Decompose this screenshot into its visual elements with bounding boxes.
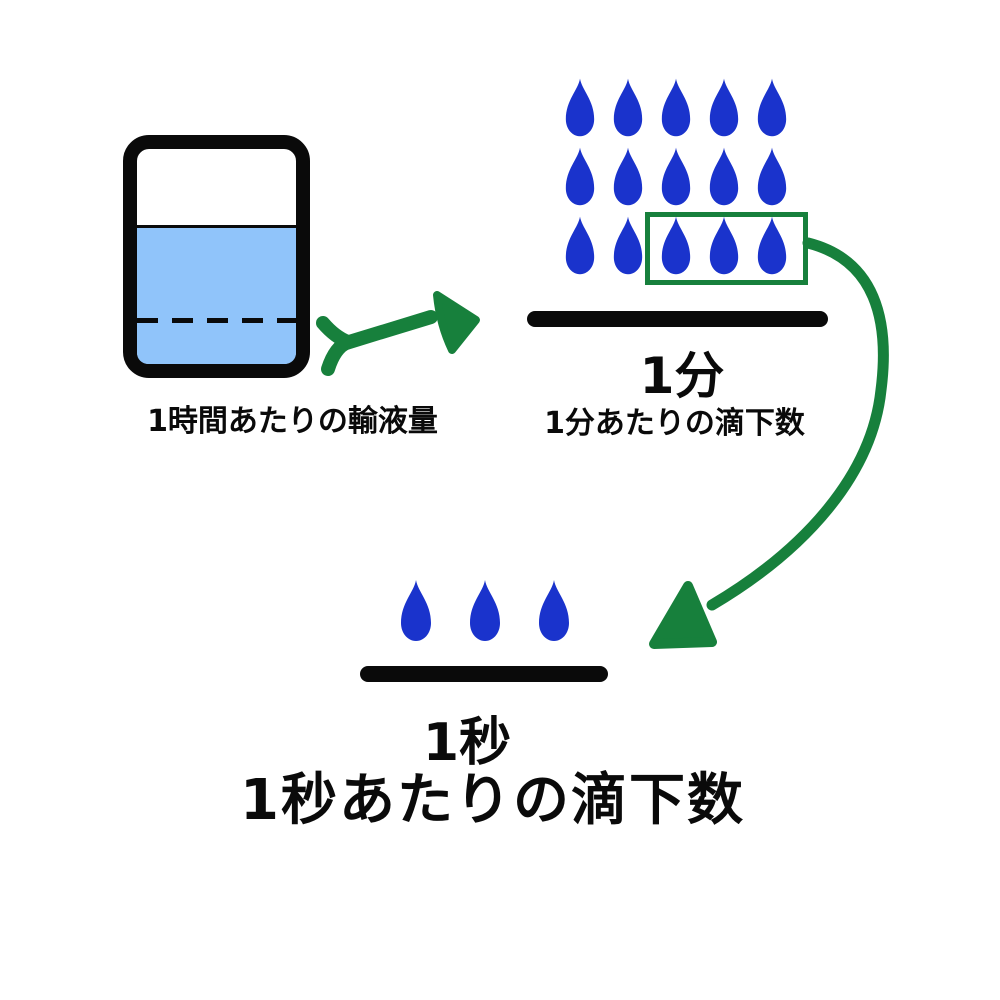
drop-icon [659,145,693,207]
drop-icon [659,214,693,276]
drop-icon [755,76,789,138]
minute-drops-grid [563,76,789,276]
drop-icon [536,578,572,642]
drop-icon [467,578,503,642]
drop-icon [611,76,645,138]
second-unit-label: 1秒 [422,713,512,773]
drop-icon [659,76,693,138]
drop-icon [563,145,597,207]
drop-icon [707,145,741,207]
infusion-container [123,135,310,378]
minute-underline [527,311,828,327]
highlight-rectangle [645,212,808,285]
drop-icon [707,76,741,138]
second-drops-grid [398,578,572,642]
drop-icon [611,214,645,276]
minute-caption: 1分あたりの滴下数 [544,406,805,441]
container-liquid [137,225,296,364]
second-underline [360,666,608,682]
drop-icon [755,214,789,276]
drop-icon [611,145,645,207]
liquid-dashed-line [137,318,296,323]
minute-unit-label: 1分 [639,347,725,405]
drop-icon [563,214,597,276]
hour-caption: 1時間あたりの輸液量 [147,404,438,439]
drop-icon [707,214,741,276]
second-caption: 1秒あたりの滴下数 [240,768,745,833]
curved-arrow-down-icon [649,237,889,649]
arrow-right-icon [316,291,480,376]
drop-icon [755,145,789,207]
drop-icon [398,578,434,642]
drop-icon [563,76,597,138]
